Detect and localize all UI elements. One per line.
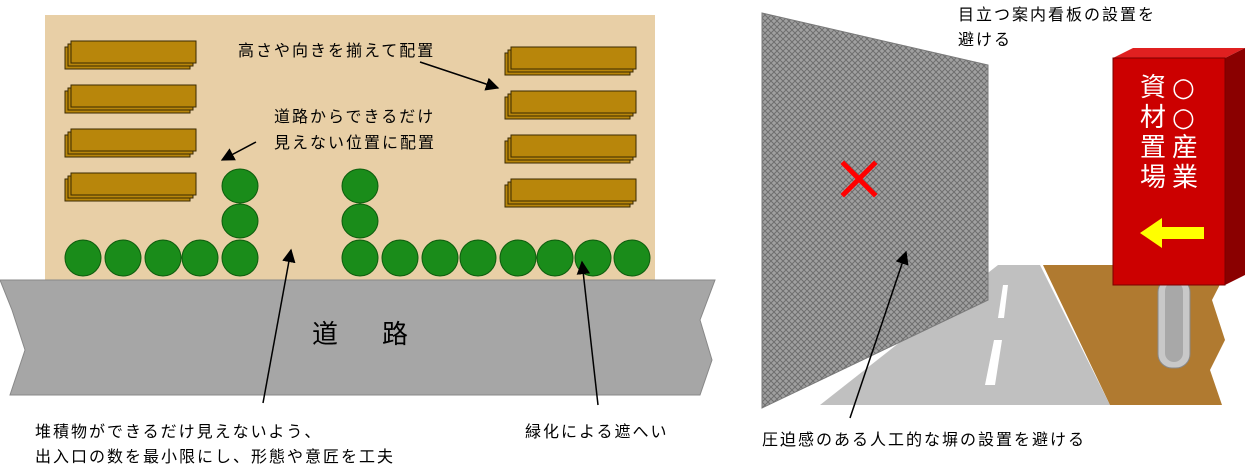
shrub [459, 239, 497, 277]
sign-post-inner [1165, 282, 1183, 362]
road-label-char-1: 道 [312, 320, 338, 350]
material-stacks-left [64, 40, 197, 202]
shrub [221, 239, 259, 277]
left-panel: 道 路 [0, 15, 716, 466]
sign-text-col-2: ○ ○ 産 業 [1172, 73, 1198, 193]
annotation-hide-line-2: 見えない位置に配置 [274, 133, 436, 152]
shrub [574, 239, 612, 277]
road-label-char-2: 路 [382, 320, 408, 350]
shrub [421, 239, 459, 277]
sign-char: ○ [1172, 103, 1195, 133]
sign-char: 材 [1140, 103, 1166, 133]
shrub [144, 239, 182, 277]
shrub [221, 203, 259, 239]
shrub [104, 239, 142, 277]
sign-char: ○ [1172, 73, 1195, 103]
material-stack [504, 46, 637, 76]
shrub [536, 239, 574, 277]
material-stack [64, 84, 197, 114]
shrub [613, 239, 651, 277]
arrow-hide [220, 141, 257, 161]
material-stack [64, 40, 197, 70]
annotation-fence: 圧迫感のある人工的な塀の設置を避ける [762, 430, 1086, 449]
sign-board [1112, 57, 1226, 286]
road-center-line [998, 285, 1008, 318]
annotation-hide-line-1: 道路からできるだけ [274, 107, 435, 126]
left-arrow-icon [1140, 218, 1204, 248]
shrub [341, 203, 379, 239]
sign-char: 業 [1172, 163, 1198, 193]
shrub [181, 239, 219, 277]
material-stack [64, 128, 197, 158]
material-stack [504, 178, 637, 208]
shrub [221, 168, 259, 204]
arrow-fence [849, 250, 909, 419]
greenery [64, 168, 651, 277]
arrow-align [419, 61, 500, 91]
arrow-green [576, 260, 599, 406]
sign-char: 置 [1140, 133, 1166, 163]
annotation-align: 高さや向きを揃えて配置 [238, 41, 435, 60]
material-stack [504, 90, 637, 120]
annotation-green: 緑化による遮へい [525, 422, 669, 441]
material-stacks-right [504, 46, 637, 208]
shrub [381, 239, 419, 277]
annotation-entrance-line-1: 堆積物ができるだけ見えないよう、 [35, 422, 322, 441]
shrub [341, 239, 379, 277]
shrub [499, 239, 537, 277]
fence-wall [761, 12, 989, 409]
sign-board-top [1113, 48, 1245, 58]
material-stack [64, 172, 197, 202]
sign-char: 資 [1140, 73, 1166, 103]
right-panel: 資 材 置 場 ○ ○ 産 業 目立つ案内看板の設置を 避ける 圧迫感のある人工… [761, 5, 1245, 449]
sign-text-col-1: 資 材 置 場 [1140, 73, 1166, 193]
sign-board-side [1225, 48, 1245, 285]
material-stack [504, 134, 637, 164]
prohibited-cross-icon [840, 160, 878, 198]
annotation-sign-line-2: 避ける [958, 30, 1012, 49]
annotation-sign-line-1: 目立つ案内看板の設置を [958, 5, 1156, 24]
road-perspective [820, 265, 1110, 405]
sign-char: 場 [1140, 163, 1166, 193]
arrow-entrance [262, 248, 296, 404]
shrub [64, 239, 102, 277]
road [0, 279, 716, 396]
annotation-entrance-line-2: 出入口の数を最小限にし、形態や意匠を工夫 [35, 447, 395, 466]
shrub [341, 168, 379, 204]
sign-char: 産 [1172, 133, 1198, 163]
road-center-line [985, 340, 1002, 385]
